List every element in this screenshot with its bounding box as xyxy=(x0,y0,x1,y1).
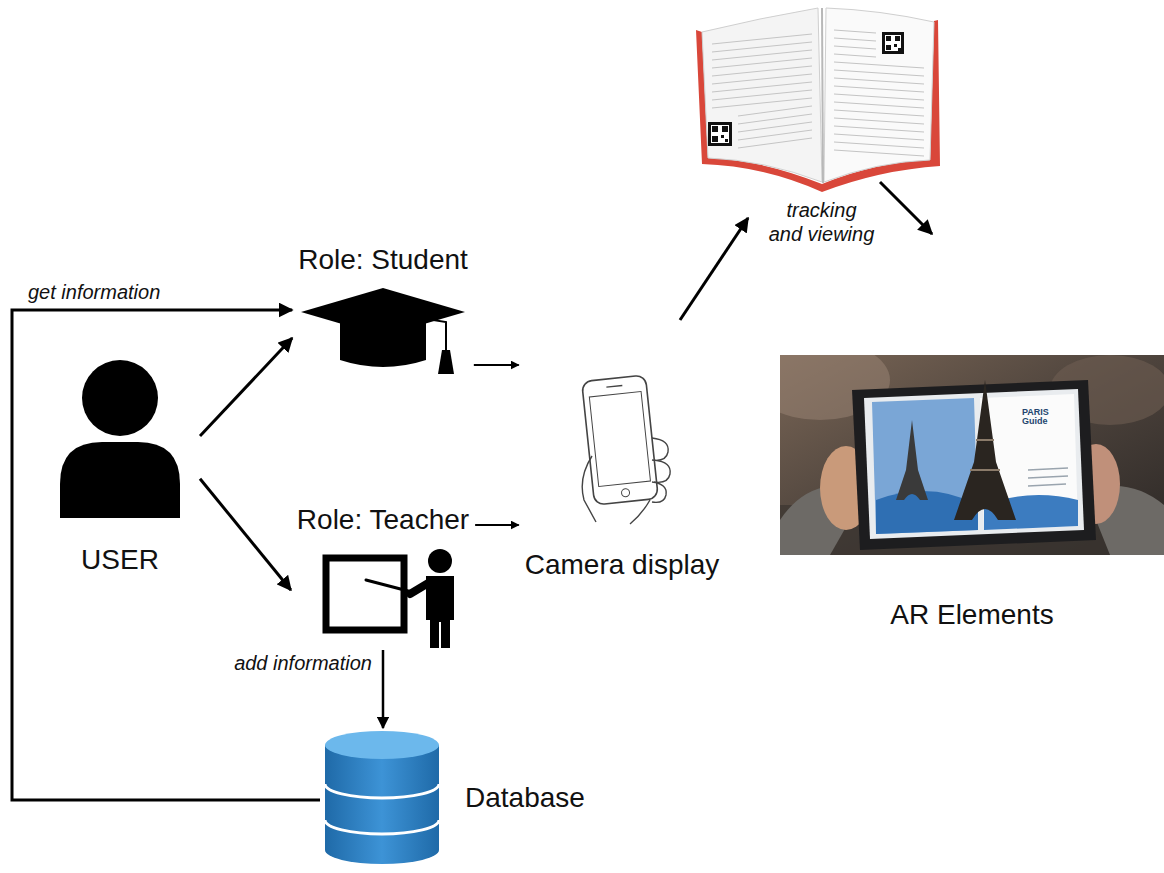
node-label: Role: Teacher xyxy=(297,504,469,536)
flow-arrow xyxy=(12,310,320,800)
qr-square xyxy=(725,139,728,142)
flow-arrow xyxy=(200,479,291,590)
qr-square xyxy=(712,126,718,132)
teacher-icon xyxy=(326,549,454,648)
user-icon xyxy=(60,360,180,518)
qr-square xyxy=(898,48,901,51)
role-node: Role: Student xyxy=(292,240,474,380)
phone-screen xyxy=(589,392,650,487)
teacher-body xyxy=(426,576,454,648)
node-label: Role: Student xyxy=(298,244,468,276)
qr-code xyxy=(882,32,904,54)
teacher-head xyxy=(428,549,452,573)
page-lines xyxy=(834,30,924,156)
database-cylinder xyxy=(325,731,439,864)
device-node: Camera display xyxy=(519,340,726,585)
qr-square xyxy=(722,126,728,132)
database-node: Database xyxy=(320,728,589,868)
hand-fingers xyxy=(652,438,670,502)
flow-note: tracking and viewing xyxy=(768,198,875,246)
graduation-cap xyxy=(301,288,465,374)
qr-square xyxy=(895,36,900,41)
cylinder-band xyxy=(325,820,439,834)
role-node: Role: Teacher xyxy=(291,500,475,650)
cylinder-top xyxy=(325,731,439,759)
qr-square xyxy=(721,135,724,138)
cap-cord xyxy=(383,312,446,352)
ar-node: AR Elements xyxy=(780,355,1164,635)
qr-square xyxy=(886,36,891,41)
eiffel-tower xyxy=(954,380,1016,520)
edge-label: add information xyxy=(226,652,372,675)
cap-tassel xyxy=(438,350,454,374)
user-node: USER xyxy=(40,355,200,580)
cylinder-band xyxy=(325,784,439,798)
teacher-board xyxy=(326,558,404,630)
eiffel-flat xyxy=(896,420,928,500)
book-illustration xyxy=(696,8,940,192)
qr-square xyxy=(711,125,729,143)
phone-icon xyxy=(582,375,671,524)
qr-square xyxy=(708,122,732,146)
phone-body xyxy=(582,375,659,505)
qr-square xyxy=(894,44,897,47)
flow-arrow xyxy=(880,182,932,234)
user-head xyxy=(82,360,158,436)
tablet-body xyxy=(852,380,1096,550)
screen-text-lines xyxy=(1028,468,1068,486)
user-body xyxy=(60,442,180,518)
qr-square xyxy=(882,32,904,54)
flow-arrow xyxy=(475,524,519,526)
node-label: USER xyxy=(81,544,159,576)
qr-square xyxy=(886,45,891,50)
book-spine xyxy=(822,8,823,183)
cylinder-body xyxy=(325,745,439,864)
flow-arrow xyxy=(680,218,748,320)
phone-button xyxy=(621,488,630,497)
node-label: AR Elements xyxy=(890,599,1053,631)
flow-arrow xyxy=(200,338,292,436)
edge-label: get information xyxy=(28,281,248,304)
photo-caption: PARIS Guide xyxy=(1022,408,1062,427)
qr-code xyxy=(708,122,732,146)
ar-photo xyxy=(780,355,1164,555)
teacher-pointer xyxy=(366,580,412,592)
phone-speaker xyxy=(606,385,622,387)
flow-arrow xyxy=(382,650,385,728)
node-label: Camera display xyxy=(525,549,720,581)
qr-square xyxy=(712,136,718,142)
book-right-page xyxy=(824,8,934,182)
flow-arrow xyxy=(474,364,519,366)
eiffel-deck xyxy=(970,440,1000,470)
hand-palm xyxy=(582,456,650,524)
node-label: Database xyxy=(465,782,585,814)
qr-square xyxy=(885,35,901,51)
page-lines xyxy=(712,34,812,148)
book-left-page xyxy=(702,8,822,182)
